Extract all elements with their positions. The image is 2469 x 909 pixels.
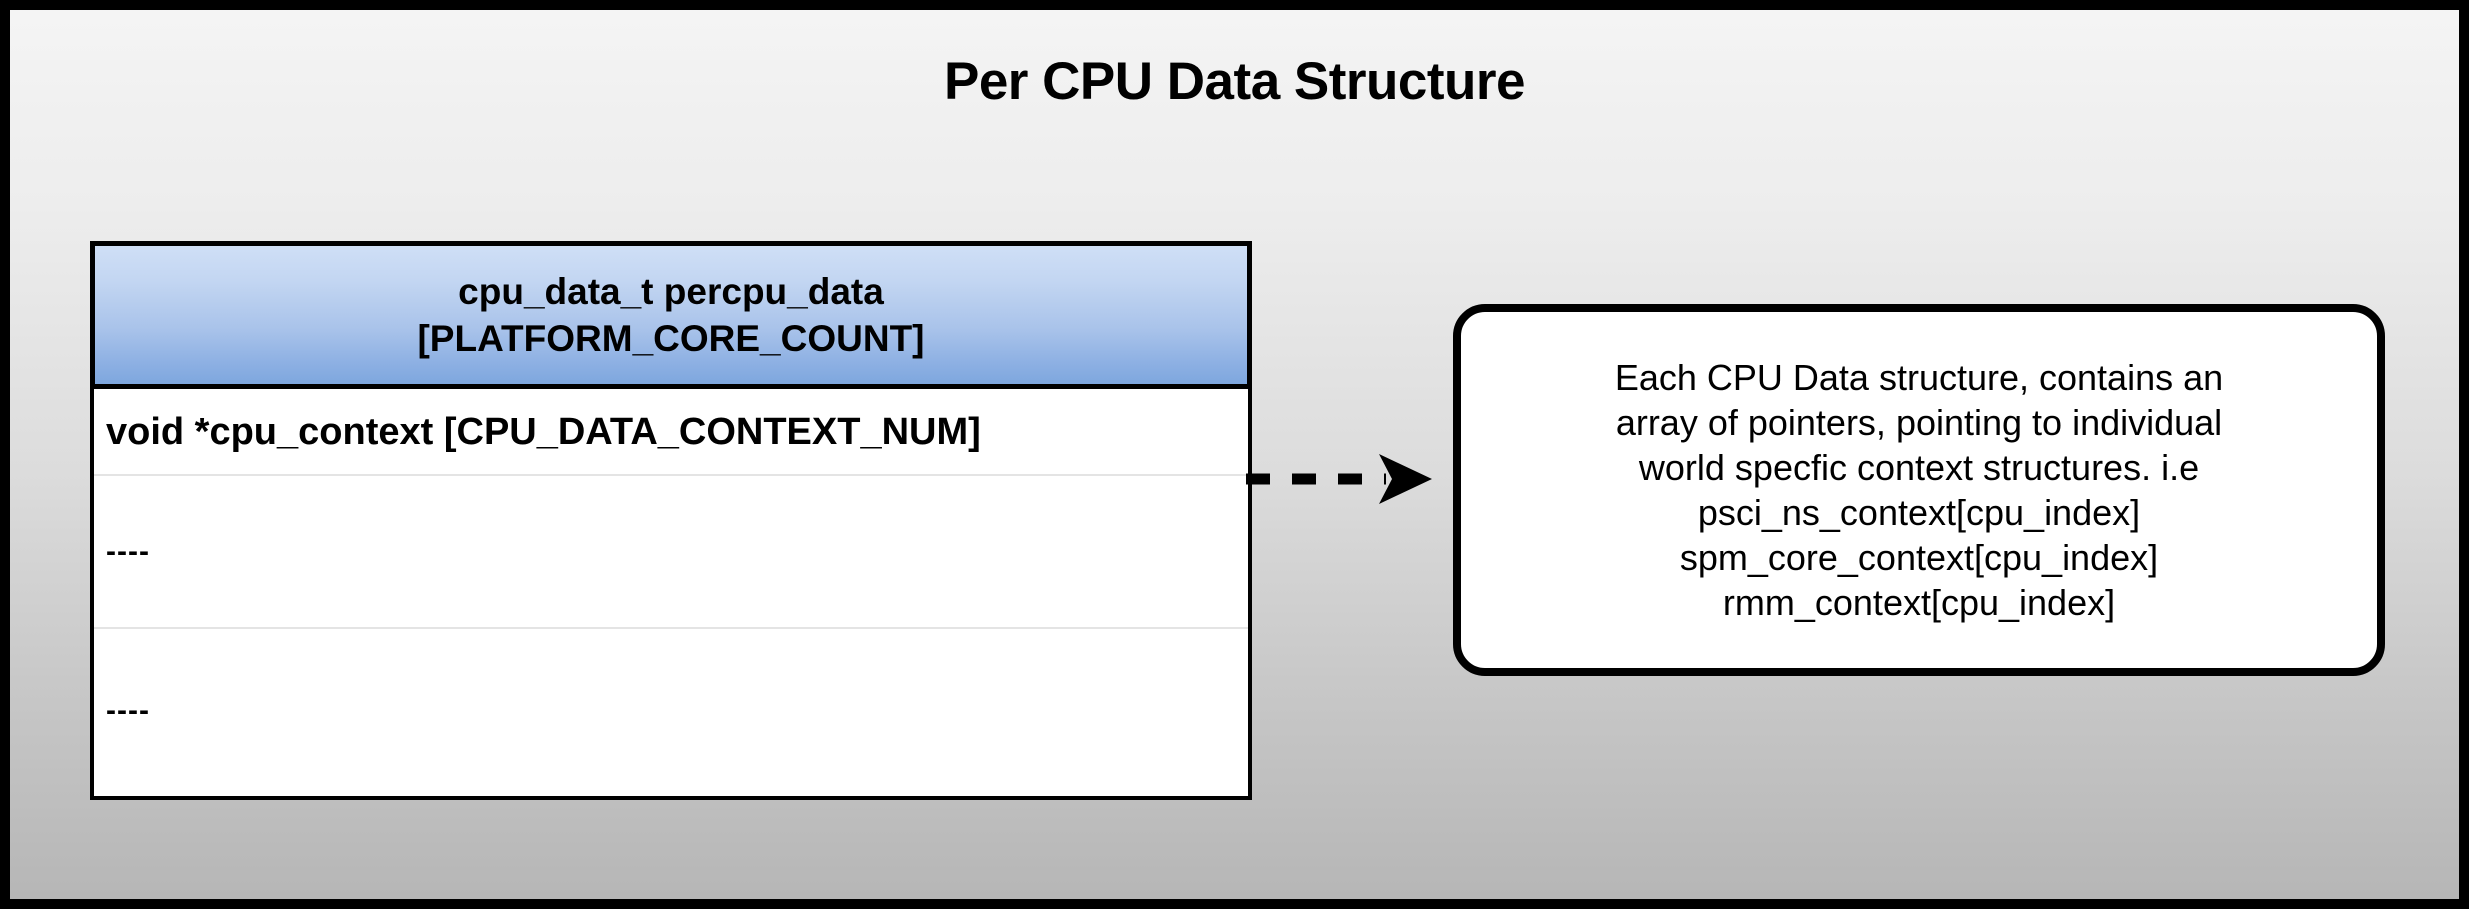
struct-box-body: void *cpu_context [CPU_DATA_CONTEXT_NUM]… — [90, 389, 1252, 800]
note-line: world specfic context structures. i.e — [1638, 447, 2200, 488]
note-line: array of pointers, pointing to individua… — [1615, 402, 2223, 443]
note-line: rmm_context[cpu_index] — [1722, 582, 2116, 623]
arrowhead-icon — [1379, 454, 1432, 504]
struct-row: ---- — [94, 629, 1248, 792]
struct-box-header: cpu_data_t percpu_data [PLATFORM_CORE_CO… — [90, 241, 1252, 389]
struct-row-label: void *cpu_context [CPU_DATA_CONTEXT_NUM] — [106, 410, 981, 453]
struct-row-label: ---- — [106, 693, 150, 727]
struct-row-label: ---- — [106, 534, 150, 568]
struct-box: cpu_data_t percpu_data [PLATFORM_CORE_CO… — [90, 241, 1252, 800]
struct-row: ---- — [94, 476, 1248, 629]
note-line: spm_core_context[cpu_index] — [1679, 537, 2159, 578]
struct-header-line-2: [PLATFORM_CORE_COUNT] — [417, 318, 925, 359]
note-line: Each CPU Data structure, contains an — [1614, 357, 2224, 398]
note-callout-box: Each CPU Data structure, contains an arr… — [1453, 304, 2385, 676]
dashed-arrow-connector — [1246, 454, 1432, 504]
note-line: psci_ns_context[cpu_index] — [1697, 492, 2141, 533]
struct-row: void *cpu_context [CPU_DATA_CONTEXT_NUM] — [94, 389, 1248, 476]
struct-header-line-1: cpu_data_t percpu_data — [458, 271, 884, 312]
page-title: Per CPU Data Structure — [943, 52, 1526, 111]
